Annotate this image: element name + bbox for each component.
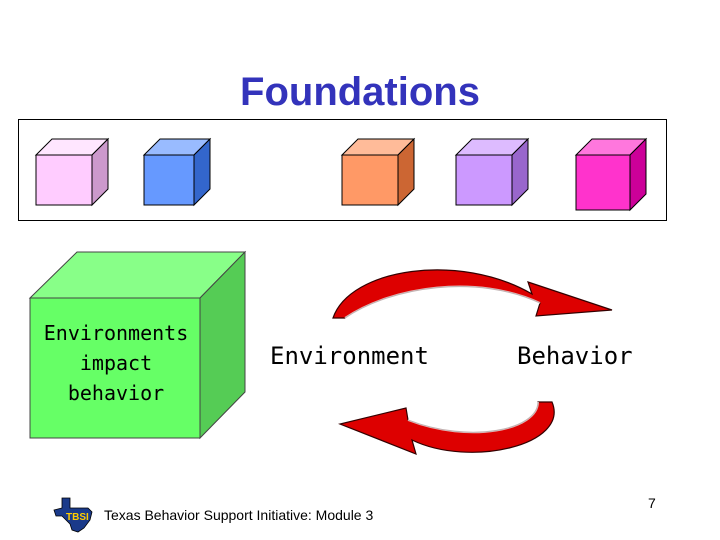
tbsi-logo-icon: TBSI	[53, 497, 93, 533]
logo-text: TBSI	[66, 512, 89, 523]
arrow-right-icon	[332, 269, 613, 319]
small-cube-2	[142, 137, 212, 207]
small-cube-1	[34, 137, 110, 207]
arrow-left-icon	[338, 401, 555, 456]
big-cube	[28, 250, 247, 440]
small-cube-4	[454, 137, 530, 207]
slide-title: Foundations	[240, 70, 480, 114]
footer-text: Texas Behavior Support Initiative: Modul…	[104, 507, 374, 523]
small-cube-5	[574, 137, 648, 212]
big-cube-label: Environments impact behavior	[43, 321, 189, 405]
small-cube-3	[340, 137, 416, 207]
behavior-label: Behavior	[517, 342, 633, 370]
environment-label: Environment	[270, 342, 429, 370]
page-number: 7	[648, 495, 656, 511]
